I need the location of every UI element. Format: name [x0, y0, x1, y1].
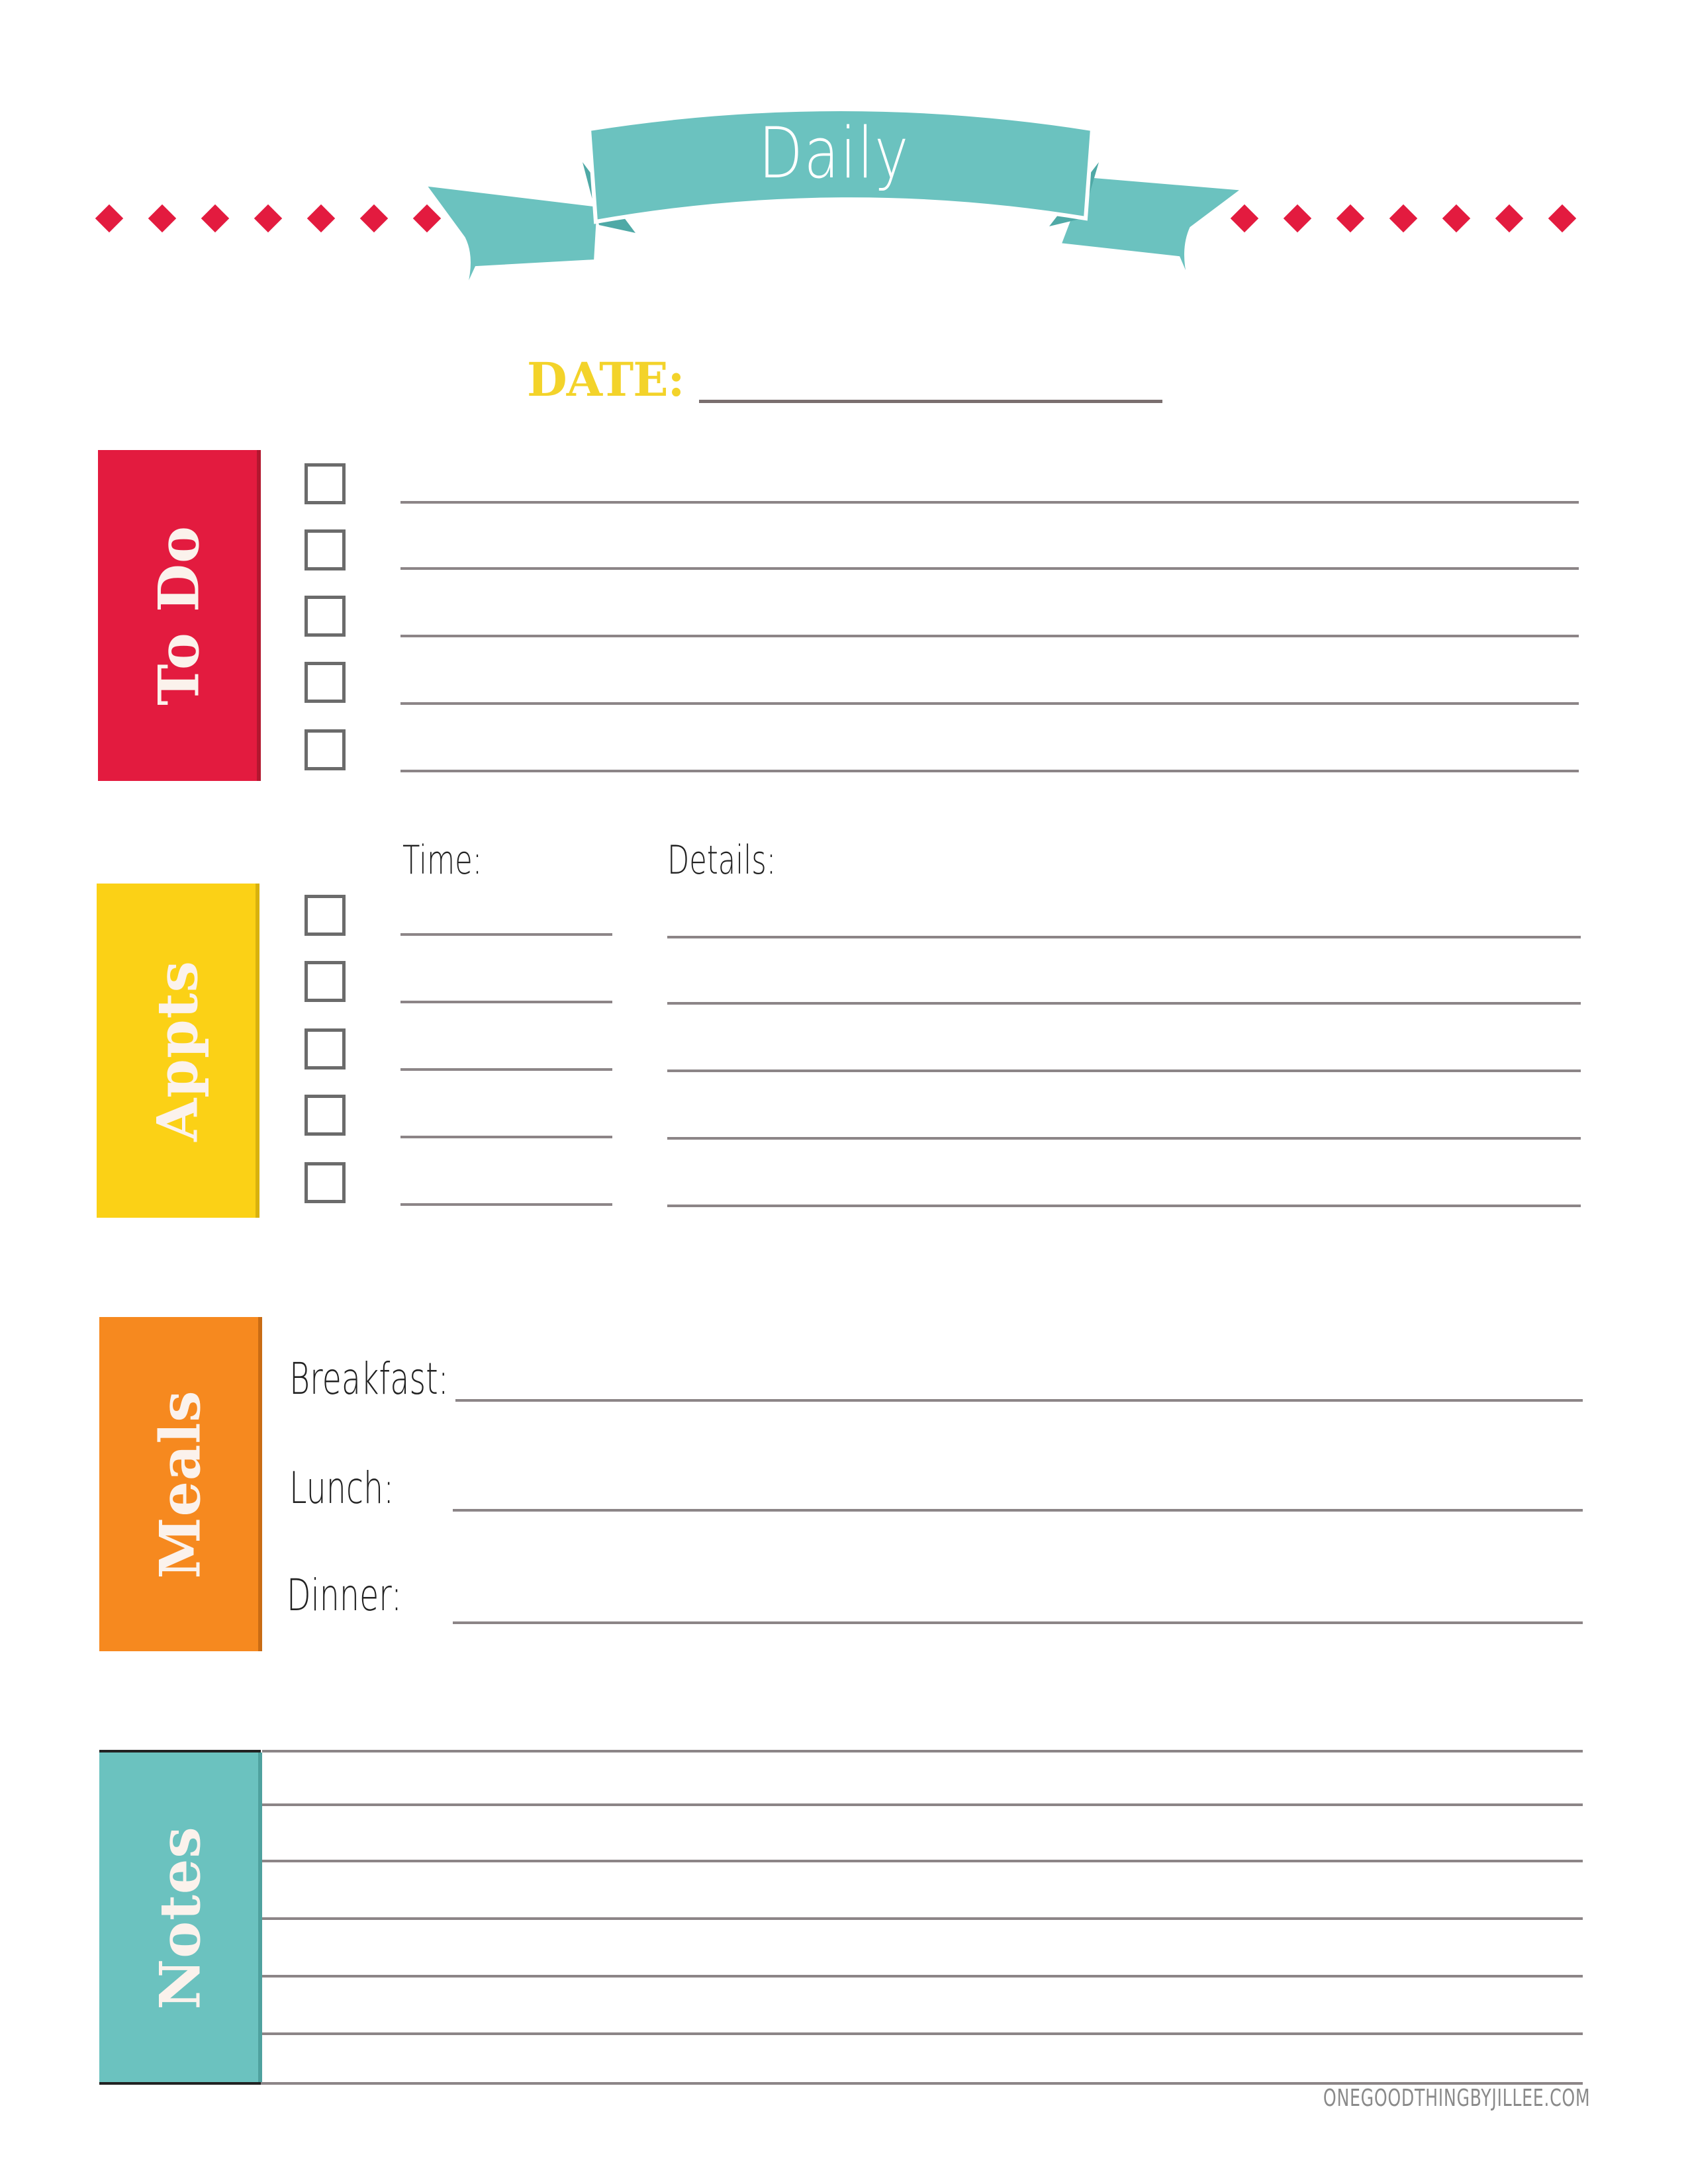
appt-details-line[interactable] [667, 1069, 1581, 1072]
todo-checkbox[interactable] [305, 662, 346, 703]
page-title: Daily Planner [721, 113, 947, 275]
dinner-label: Dinner: [287, 1570, 402, 1621]
notes-line[interactable] [262, 1917, 1583, 1920]
appts-tab-edge [256, 884, 259, 1218]
notes-line[interactable] [262, 1750, 1583, 1752]
appt-checkbox[interactable] [305, 895, 346, 936]
notes-line[interactable] [262, 1860, 1583, 1862]
notes-tab: Notes [99, 1752, 261, 2083]
date-field[interactable] [699, 400, 1162, 403]
meals-tab-label: Meals [147, 1389, 213, 1579]
notes-bottom-line[interactable] [99, 2082, 1583, 2085]
todo-checkbox[interactable] [305, 596, 346, 637]
todo-line[interactable] [400, 501, 1579, 504]
appt-time-line[interactable] [400, 933, 612, 936]
appt-time-line[interactable] [400, 1068, 612, 1071]
todo-tab-label: To Do [146, 525, 212, 706]
footer-credit: ONEGOODTHINGBYJILLEE.COM [1323, 2085, 1590, 2112]
todo-checkbox[interactable] [305, 529, 346, 570]
breakfast-line[interactable] [455, 1399, 1583, 1402]
appt-details-line[interactable] [667, 1205, 1581, 1207]
appt-time-line[interactable] [400, 1001, 612, 1003]
notes-tab-edge [258, 1752, 262, 2083]
todo-line[interactable] [400, 702, 1579, 705]
ribbon-banner-icon [419, 107, 1250, 312]
appts-tab: Appts [97, 884, 258, 1218]
meals-tab: Meals [99, 1317, 261, 1651]
time-column-header: Time: [402, 837, 483, 884]
todo-tab-edge [257, 450, 261, 781]
todo-checkbox[interactable] [305, 729, 346, 770]
appt-details-line[interactable] [667, 936, 1581, 938]
dinner-line[interactable] [453, 1621, 1583, 1624]
notes-line[interactable] [262, 1803, 1583, 1806]
date-label: DATE: [527, 352, 684, 407]
appt-checkbox[interactable] [305, 1028, 346, 1069]
notes-line[interactable] [262, 1975, 1583, 1978]
lunch-label: Lunch: [289, 1463, 395, 1514]
appts-tab-label: Appts [144, 960, 211, 1142]
appt-time-line[interactable] [400, 1136, 612, 1138]
todo-line[interactable] [400, 635, 1579, 637]
todo-line[interactable] [400, 567, 1579, 570]
breakfast-label: Breakfast: [289, 1353, 449, 1404]
appt-checkbox[interactable] [305, 1095, 346, 1136]
appt-checkbox[interactable] [305, 1162, 346, 1203]
todo-tab: To Do [98, 450, 259, 781]
appt-details-line[interactable] [667, 1002, 1581, 1005]
lunch-line[interactable] [453, 1509, 1583, 1512]
notes-bottom-dark [99, 2082, 261, 2085]
todo-line[interactable] [400, 770, 1579, 772]
appt-details-line[interactable] [667, 1137, 1581, 1140]
details-column-header: Details: [667, 837, 776, 884]
appt-time-line[interactable] [400, 1203, 612, 1206]
notes-tab-label: Notes [147, 1826, 213, 2010]
appt-checkbox[interactable] [305, 961, 346, 1002]
notes-top-line [99, 1750, 261, 1752]
notes-line[interactable] [262, 2032, 1583, 2035]
meals-tab-edge [258, 1317, 262, 1651]
todo-checkbox[interactable] [305, 463, 346, 504]
